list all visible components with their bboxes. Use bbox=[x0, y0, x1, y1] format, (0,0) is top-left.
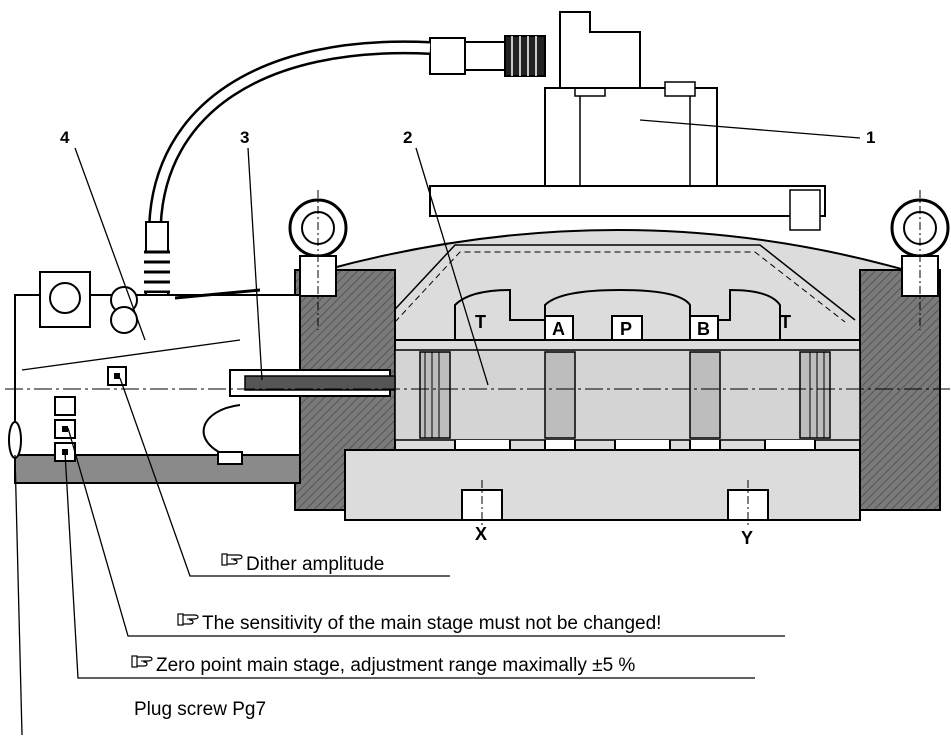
note-plug-screw: Plug screw Pg7 bbox=[134, 699, 266, 720]
port-b: B bbox=[697, 319, 710, 339]
electronics-housing bbox=[8, 271, 396, 484]
callout-3: 3 bbox=[240, 128, 249, 147]
port-y: Y bbox=[741, 528, 753, 548]
callout-1: 1 bbox=[866, 128, 875, 147]
port-x: X bbox=[475, 524, 487, 544]
pointing-hand-icon bbox=[221, 553, 243, 566]
pilot-valve bbox=[544, 11, 718, 189]
note-zero-point: Zero point main stage, adjustment range … bbox=[156, 655, 635, 676]
main-stage-body bbox=[288, 185, 950, 525]
callout-2: 2 bbox=[403, 128, 412, 147]
note-dither-amplitude: Dither amplitude bbox=[246, 554, 384, 575]
note-sensitivity: The sensitivity of the main stage must n… bbox=[202, 613, 661, 634]
port-t-right: T bbox=[780, 312, 791, 332]
port-t-left: T bbox=[475, 312, 486, 332]
port-a: A bbox=[552, 319, 565, 339]
pointing-hand-icon bbox=[131, 655, 153, 668]
callout-4: 4 bbox=[60, 128, 70, 147]
pointing-hand-icon bbox=[177, 613, 199, 626]
port-p: P bbox=[620, 319, 632, 339]
leader-lines bbox=[14, 119, 861, 736]
